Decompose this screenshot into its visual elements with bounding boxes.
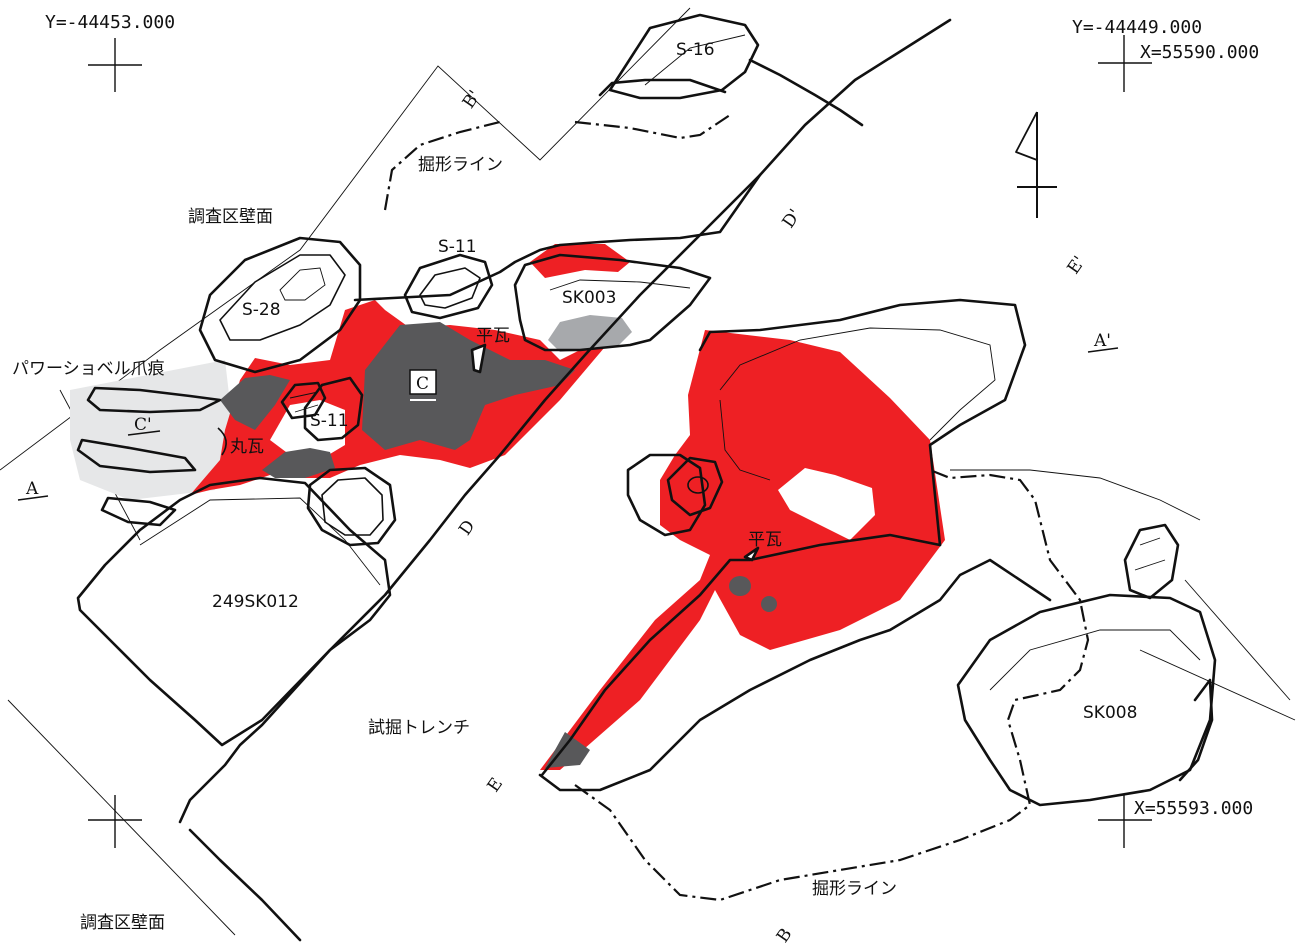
svg-text:A: A: [25, 479, 39, 499]
label-wall-bottom: 調査区壁面: [80, 913, 165, 933]
grid-cross-icon: [1098, 795, 1152, 848]
label-s28: S-28: [242, 300, 281, 320]
dark-spot: [729, 576, 751, 596]
section-mark-e-upper: E': [1064, 253, 1090, 278]
coord-top-right-y: Y=-44449.000: [1072, 17, 1202, 38]
label-s16: S-16: [676, 40, 715, 60]
label-excavation-top: 掘形ライン: [418, 155, 503, 175]
label-sk008: SK008: [1083, 703, 1137, 723]
label-sk003: SK003: [562, 288, 616, 308]
north-arrow-icon: [1015, 111, 1057, 218]
label-sk012: 249SK012: [212, 592, 299, 612]
flat-tile-left: [470, 343, 487, 374]
label-s11-upper: S-11: [438, 237, 477, 257]
section-box-c: C: [409, 369, 437, 401]
feature-sk012-outline: [76, 476, 392, 747]
feature-s16-outline: [608, 13, 760, 100]
svg-text:A': A': [1093, 331, 1111, 351]
label-wall-top: 調査区壁面: [188, 207, 273, 227]
svg-text:C: C: [416, 374, 429, 394]
dark-stain-c: [362, 322, 575, 450]
white-gap: [778, 468, 875, 540]
label-flat-tile-right: 平瓦: [748, 530, 782, 550]
label-trial-trench: 試掘トレンチ: [368, 718, 470, 738]
section-mark-e-lower: E: [484, 774, 508, 796]
excavation-line-top-right: [574, 114, 731, 140]
stone: [1123, 523, 1180, 600]
grid-cross-icon: [1098, 35, 1152, 92]
feature-s28-outline: [198, 236, 362, 374]
burnt-area-right: [540, 330, 945, 770]
excavation-line-bottom: [574, 468, 1090, 902]
section-mark-d-upper: D': [779, 206, 806, 232]
label-s11-lower: S-11: [310, 411, 349, 431]
label-shovel-marks: パワーショベル爪痕: [12, 359, 165, 379]
grid-cross-icon: [88, 795, 142, 848]
dark-stain-left: [220, 375, 290, 430]
label-round-tile: 丸瓦: [230, 437, 264, 457]
round-pit: [306, 466, 397, 547]
section-mark-c-prime: C': [127, 415, 161, 436]
section-mark-b-bottom: B: [773, 925, 797, 947]
flat-tile-right: [743, 546, 760, 562]
section-mark-a-prime: A': [1087, 331, 1119, 353]
feature-s11-upper-outline: [403, 253, 494, 320]
coord-bottom-right-x: X=55593.000: [1134, 798, 1253, 819]
section-mark-d-lower: D: [455, 517, 479, 540]
label-excavation-bottom: 掘形ライン: [812, 879, 897, 899]
sk003-gray-fill: [548, 315, 632, 352]
feature-s11-lower-outline: [303, 376, 364, 442]
section-mark-b-top: B': [459, 87, 485, 113]
shovel-marks: [76, 386, 222, 527]
burnt-pit-outline: [698, 298, 1027, 547]
section-mark-a: A: [17, 479, 49, 501]
coord-top-left-y: Y=-44453.000: [45, 12, 175, 33]
burnt-area-top: [530, 244, 630, 278]
small-pit: [626, 453, 707, 537]
feature-sk003-outline: [513, 253, 712, 352]
dark-spot: [761, 596, 777, 612]
grid-cross-icon: [88, 38, 142, 92]
label-flat-tile-left: 平瓦: [476, 326, 510, 346]
coord-top-right-x: X=55590.000: [1140, 42, 1259, 63]
dark-stain-left-bottom: [262, 448, 335, 478]
feature-sk008-outline: [956, 593, 1217, 807]
round-tile-mark: [217, 427, 227, 456]
svg-text:C': C': [134, 415, 152, 435]
trial-trench-outline: [178, 18, 1052, 942]
